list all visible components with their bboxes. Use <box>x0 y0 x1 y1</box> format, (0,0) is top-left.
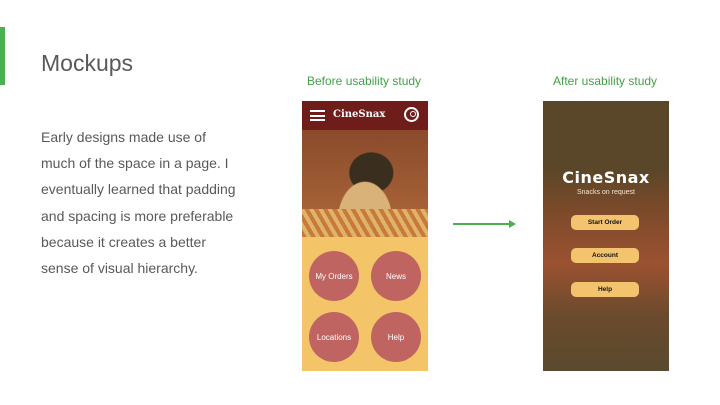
slide-body: Early designs made use of much of the sp… <box>41 129 236 277</box>
tagline: Snacks on request <box>577 189 635 196</box>
after-mockup: CineSnax Snacks on request Start Order A… <box>543 101 669 371</box>
after-caption: After usability study <box>553 74 658 88</box>
account-button[interactable]: Account <box>571 248 639 263</box>
help-button[interactable]: Help <box>371 312 421 362</box>
help-button[interactable]: Help <box>571 282 639 297</box>
popcorn-hero-image <box>302 130 428 237</box>
app-logo: CineSnax <box>562 168 650 187</box>
account-icon[interactable] <box>404 107 419 122</box>
app-header: CineSnax <box>302 101 428 130</box>
arrow-line <box>453 223 511 225</box>
locations-button[interactable]: Locations <box>309 312 359 362</box>
my-orders-button[interactable]: My Orders <box>309 251 359 301</box>
menu-icon[interactable] <box>310 110 325 121</box>
slide-title: Mockups <box>41 50 134 76</box>
before-mockup: CineSnax My Orders News Locations Help <box>302 101 428 371</box>
before-caption: Before usability study <box>307 74 422 88</box>
start-order-button[interactable]: Start Order <box>571 215 639 230</box>
accent-bar <box>0 27 5 85</box>
news-button[interactable]: News <box>371 251 421 301</box>
arrow-right-icon <box>509 220 516 228</box>
app-logo: CineSnax <box>333 109 386 120</box>
